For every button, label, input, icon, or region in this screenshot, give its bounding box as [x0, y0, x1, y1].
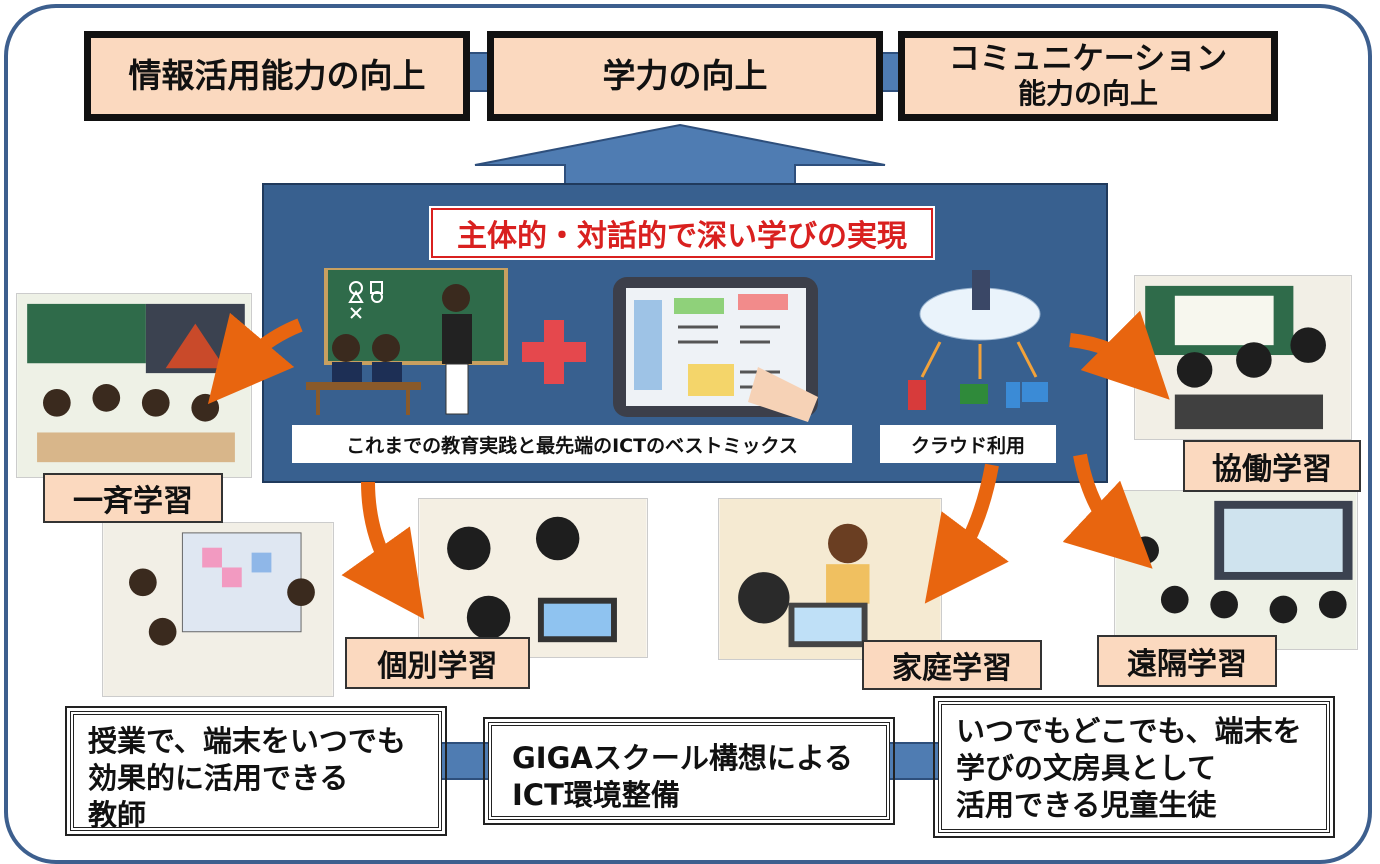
caption-cloud-text: クラウド利用: [910, 434, 1025, 457]
box-teacher: 授業で、端末をいつでも 効果的に活用できる 教師: [65, 706, 447, 836]
goal-info-literacy: 情報活用能力の向上: [84, 31, 470, 121]
teacher-classroom-illustration: [306, 268, 508, 415]
remote-learning-illustration: [1114, 490, 1358, 650]
arrow-to-simultaneous: [207, 312, 303, 405]
individual-learning-illustration: [418, 498, 648, 658]
label-remote-learning: 遠隔学習: [1097, 635, 1277, 687]
caption-cloud: クラウド利用: [880, 425, 1056, 463]
box-giga-line1: GIGAスクール構想による: [512, 741, 853, 775]
goal-academic-text: 学力の向上: [602, 56, 768, 96]
box-student-line1: いつでもどこでも、端末を: [956, 714, 1302, 748]
caption-best-mix-text: これまでの教育実践と最先端のICTのベストミックス: [346, 434, 798, 457]
label-individual-learning: 個別学習: [345, 637, 530, 689]
box-teacher-line2: 効果的に活用できる: [88, 760, 349, 795]
box-student-line2: 学びの文房具として: [956, 750, 1217, 785]
arrow-to-individual: [341, 481, 425, 620]
box-student-line3: 活用できる児童生徒: [956, 787, 1217, 822]
arrow-to-collaborative: [1069, 310, 1170, 400]
arrow-to-remote: [1062, 453, 1153, 569]
box-student: いつでもどこでも、端末を 学びの文房具として 活用できる児童生徒: [933, 696, 1335, 838]
goal-communication-line2: 能力の向上: [1017, 76, 1158, 110]
bottom-connector-right: [888, 742, 943, 780]
caption-best-mix: これまでの教育実践と最先端のICTのベストミックス: [292, 425, 852, 463]
goal-communication: コミュニケーション 能力の向上: [898, 31, 1278, 121]
label-simultaneous-learning: 一斉学習: [43, 473, 223, 523]
theme-banner: 主体的・対話的で深い学びの実現: [429, 206, 935, 260]
box-teacher-line1: 授業で、端末をいつでも: [88, 724, 406, 758]
label-simultaneous-text: 一斉学習: [73, 484, 193, 519]
box-teacher-line3: 教師: [88, 797, 147, 832]
group-board-illustration: [102, 522, 334, 697]
theme-text: 主体的・対話的で深い学びの実現: [457, 219, 907, 254]
cloud-devices-illustration: [908, 270, 1048, 410]
arrows-layer: [207, 310, 1170, 620]
goal-info-literacy-text: 情報活用能力の向上: [128, 56, 426, 96]
tablet-illustration: [613, 277, 818, 422]
bottom-connector-left: [440, 742, 490, 780]
label-remote-text: 遠隔学習: [1127, 647, 1247, 682]
home-learning-illustration: [718, 498, 942, 660]
label-home-learning: 家庭学習: [862, 640, 1042, 690]
box-giga-line2: ICT環境整備: [512, 777, 680, 812]
box-giga-school: GIGAスクール構想による ICT環境整備: [483, 717, 895, 825]
plus-icon: [522, 320, 586, 384]
label-collaborative-text: 協働学習: [1212, 452, 1332, 487]
goal-academic: 学力の向上: [487, 31, 883, 121]
label-collaborative-learning: 協働学習: [1183, 440, 1361, 492]
arrow-to-home: [924, 463, 1009, 604]
collaborative-learning-illustration: [1134, 275, 1352, 440]
goal-communication-line1: コミュニケーション: [948, 41, 1228, 78]
label-individual-text: 個別学習: [377, 649, 498, 684]
label-home-text: 家庭学習: [892, 651, 1012, 686]
